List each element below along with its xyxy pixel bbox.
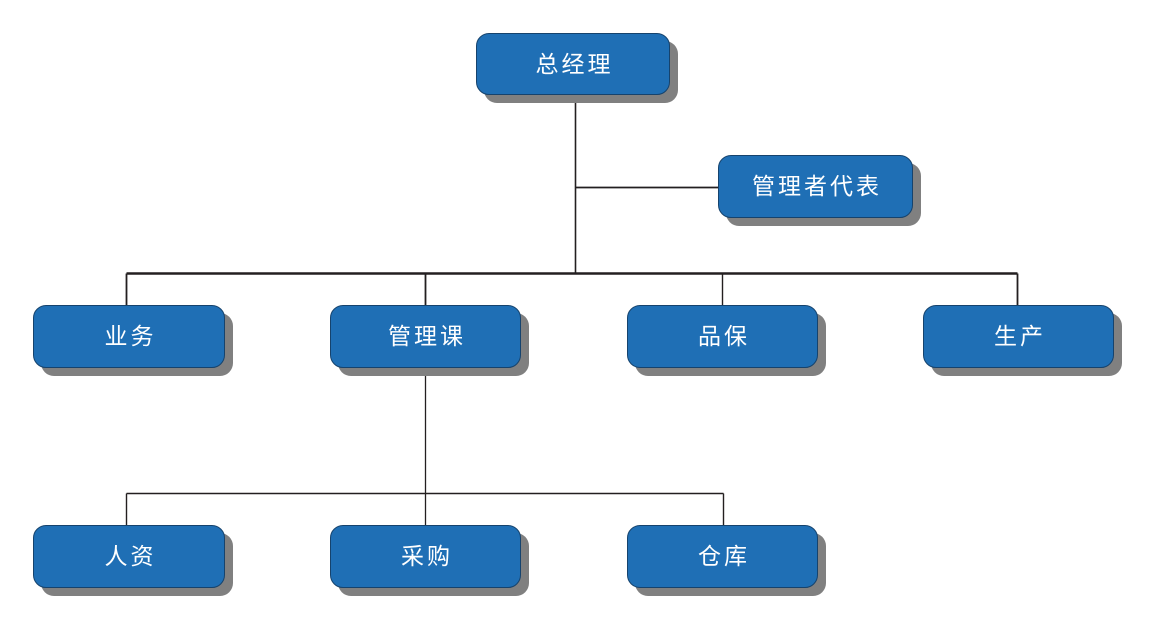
node-purchasing[interactable]: 采购 bbox=[330, 525, 521, 588]
node-management-section[interactable]: 管理课 bbox=[330, 305, 521, 368]
node-production[interactable]: 生产 bbox=[923, 305, 1114, 368]
node-sales[interactable]: 业务 bbox=[33, 305, 225, 368]
node-general-manager[interactable]: 总经理 bbox=[476, 33, 670, 95]
node-management-representative[interactable]: 管理者代表 bbox=[718, 155, 913, 218]
node-human-resources[interactable]: 人资 bbox=[33, 525, 225, 588]
node-quality-assurance[interactable]: 品保 bbox=[627, 305, 818, 368]
node-warehouse[interactable]: 仓库 bbox=[627, 525, 818, 588]
